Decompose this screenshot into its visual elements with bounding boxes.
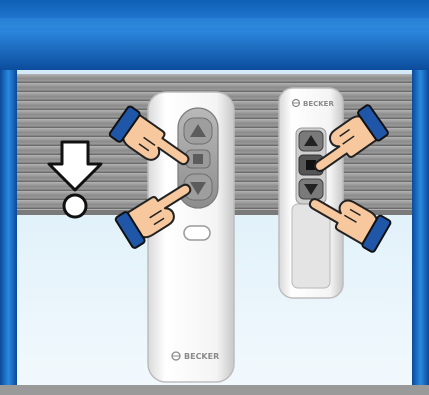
left-frame-post bbox=[0, 70, 17, 390]
down-button-right[interactable] bbox=[299, 179, 323, 199]
floor-strip bbox=[0, 385, 429, 395]
channel-button[interactable] bbox=[184, 226, 210, 240]
remote-right: BECKER bbox=[279, 88, 343, 298]
shutter-box bbox=[0, 0, 429, 70]
right-frame-post bbox=[412, 70, 429, 390]
up-button[interactable] bbox=[184, 118, 212, 144]
up-button-right[interactable] bbox=[299, 131, 323, 151]
stop-button[interactable] bbox=[186, 150, 210, 168]
brand-label-right: BECKER bbox=[303, 100, 334, 108]
brand-label-left: BECKER bbox=[184, 352, 219, 361]
